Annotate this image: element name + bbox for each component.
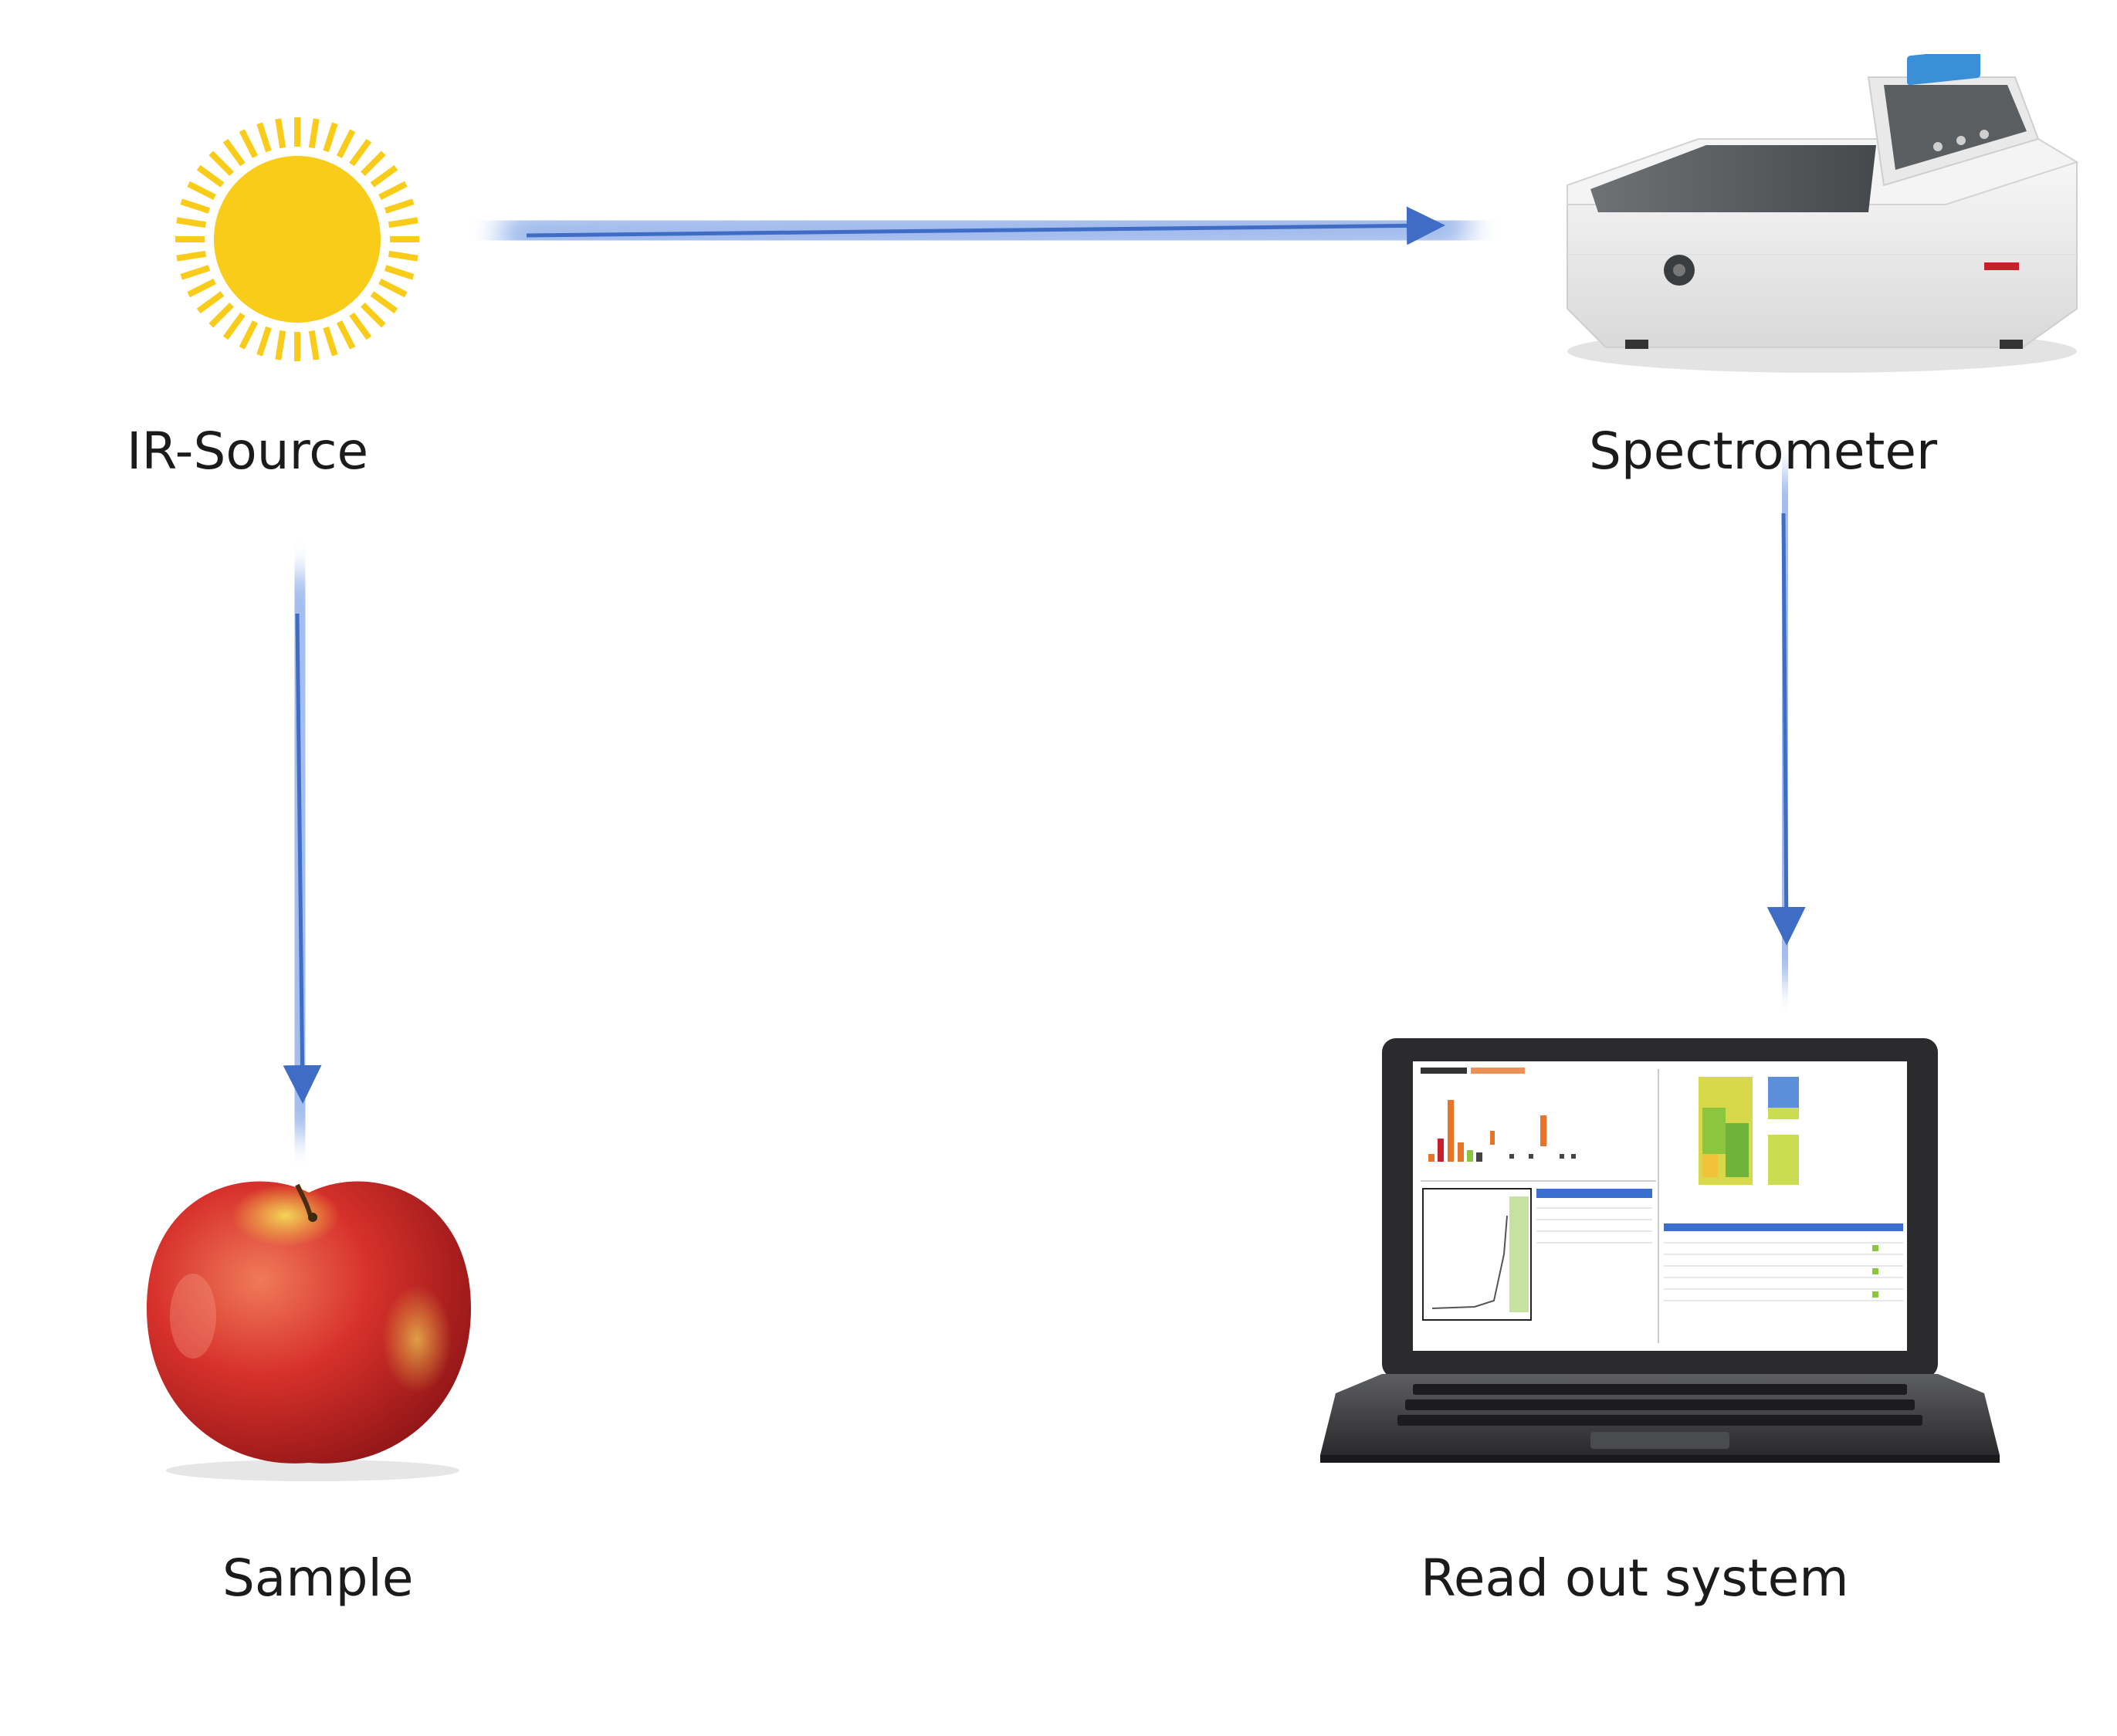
screen-heatmap: [1699, 1077, 1799, 1185]
sun-ray: [275, 118, 286, 149]
sun-ray: [222, 138, 246, 167]
sun-ray: [323, 122, 338, 153]
sun-ray: [388, 217, 418, 228]
sun-ray: [370, 291, 398, 314]
sun-ray: [361, 151, 386, 176]
sun-ray: [308, 118, 320, 149]
sun-ray: [349, 138, 372, 167]
sample-label: Sample: [222, 1548, 414, 1608]
sun-ray: [187, 278, 216, 298]
sun-ray: [196, 291, 225, 314]
ir-source-label: IR-Source: [127, 421, 369, 481]
sun-ray: [384, 198, 415, 214]
sun-ray: [256, 326, 272, 357]
sun-ray: [176, 250, 207, 262]
screen-bar-chart: [1428, 1100, 1576, 1162]
sun-ray: [208, 303, 234, 328]
laptop-icon: [1320, 1038, 2000, 1463]
sun-icon: [175, 117, 419, 361]
sun-ray: [370, 164, 398, 188]
sample-node: [139, 1162, 479, 1486]
sun-ray: [378, 278, 408, 298]
sun-ray: [222, 312, 246, 340]
sun-ray: [336, 320, 356, 350]
sun-ray: [323, 326, 338, 357]
sun-ray: [180, 198, 211, 214]
sun-ray: [239, 129, 259, 158]
sun-ray: [208, 151, 234, 176]
arrow-spectrometer-to-readout: [1756, 471, 1814, 984]
sun-ray: [196, 164, 225, 188]
sun-ray: [176, 217, 207, 228]
arrow-source-to-sample: [270, 571, 330, 1139]
arrow-source-to-spectrometer: [498, 198, 1471, 262]
sun-ray: [384, 265, 415, 280]
sun-ray: [378, 181, 408, 201]
readout-label: Read out system: [1421, 1548, 1849, 1608]
sun-core: [214, 156, 381, 323]
sun-ray: [275, 330, 286, 360]
sun-ray: [388, 250, 418, 262]
sun-ray: [180, 265, 211, 280]
spectrometer-icon: [1567, 49, 2079, 373]
sun-ray: [349, 312, 372, 340]
sun-ray: [361, 303, 386, 328]
ir-source-node: [147, 116, 448, 363]
readout-node: [1305, 1023, 2015, 1478]
sun-ray: [256, 122, 272, 153]
spectrometer-label: Spectrometer: [1589, 421, 1938, 481]
sun-ray: [187, 181, 216, 201]
apple-icon: [147, 1181, 471, 1481]
spectrometer-node: [1544, 49, 2085, 386]
sun-ray: [239, 320, 259, 350]
sun-ray: [336, 129, 356, 158]
sun-ray: [308, 330, 320, 360]
